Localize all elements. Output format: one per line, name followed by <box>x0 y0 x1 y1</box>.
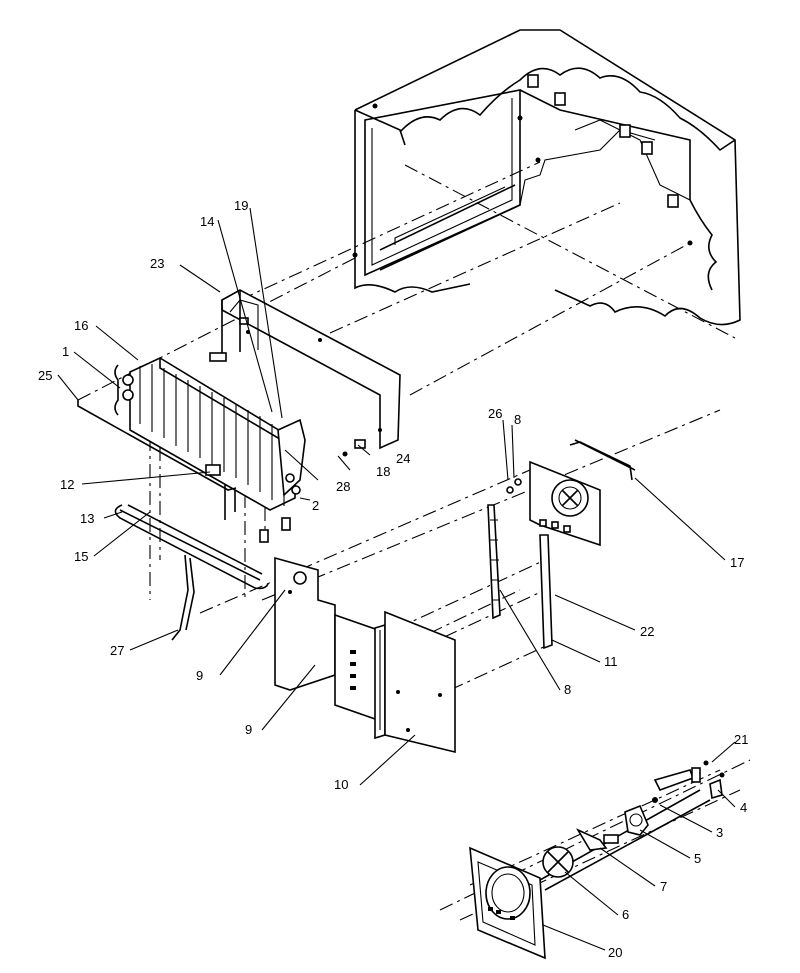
callout-5: 5 <box>694 851 701 866</box>
drain-trough <box>77 400 237 491</box>
freezer-cabinet <box>352 29 741 326</box>
callout-11: 11 <box>604 654 618 669</box>
callout-12: 12 <box>60 477 74 492</box>
callout-9-upper: 9 <box>196 668 203 683</box>
defrost-heater <box>114 504 291 641</box>
callout-8-bottom: 8 <box>564 682 571 697</box>
callout-2: 2 <box>312 498 319 513</box>
fan-bracket-assembly <box>487 439 636 650</box>
callout-13: 13 <box>80 511 94 526</box>
callout-4: 4 <box>740 800 747 815</box>
callout-17: 17 <box>730 555 744 570</box>
callout-8-top: 8 <box>514 412 521 427</box>
callout-3: 3 <box>716 825 723 840</box>
callout-22: 22 <box>640 624 654 639</box>
callout-10: 10 <box>334 777 348 792</box>
callout-7: 7 <box>660 879 667 894</box>
callout-labels: 1 2 3 4 5 6 7 8 8 9 9 10 11 12 13 14 15 … <box>38 198 748 960</box>
callout-18: 18 <box>376 464 390 479</box>
evaporator-coil <box>114 357 306 520</box>
callout-28: 28 <box>336 479 350 494</box>
fan-motor-assembly <box>469 760 725 960</box>
leader-lines <box>57 207 736 951</box>
fan-shroud-panels <box>274 556 456 754</box>
callout-27: 27 <box>110 643 124 658</box>
callout-24: 24 <box>396 451 410 466</box>
callout-25: 25 <box>38 368 52 383</box>
callout-19: 19 <box>234 198 248 213</box>
callout-15: 15 <box>74 549 88 564</box>
callout-21: 21 <box>734 732 748 747</box>
callout-14: 14 <box>200 214 214 229</box>
callout-23: 23 <box>150 256 164 271</box>
callout-16: 16 <box>74 318 88 333</box>
callout-9-lower: 9 <box>245 722 252 737</box>
assembly-lines <box>77 161 751 921</box>
evaporator-cover <box>209 289 401 450</box>
callout-20: 20 <box>608 945 622 960</box>
callout-6: 6 <box>622 907 629 922</box>
callout-1: 1 <box>62 344 69 359</box>
callout-26: 26 <box>488 406 502 421</box>
